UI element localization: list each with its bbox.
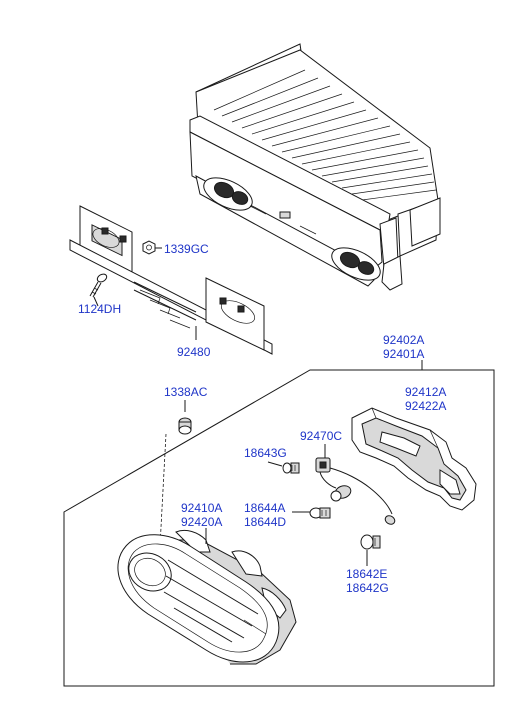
label-18644d: 18644D (244, 515, 286, 529)
label-1338ac: 1338AC (164, 385, 208, 399)
label-18643g: 18643G (244, 446, 287, 460)
label-92401a: 92401A (383, 347, 424, 361)
license-lamp-assembly (69, 205, 273, 355)
label-18644a: 18644A (244, 501, 285, 515)
screw-1124dh (89, 273, 108, 298)
grommet-1338ac (178, 400, 192, 435)
label-92420a: 92420A (181, 515, 222, 529)
bulb-18644a (292, 507, 331, 519)
truck-left-lamp (203, 177, 253, 211)
truck-right-lamp (331, 247, 381, 281)
label-92412a: 92412A (405, 385, 446, 399)
nut-1339gc (142, 240, 156, 255)
truck-bed-illustration (189, 43, 441, 291)
bulb-18643g (267, 461, 300, 474)
label-1339gc: 1339GC (164, 242, 209, 256)
label-92410a: 92410A (181, 501, 222, 515)
label-18642e: 18642E (346, 567, 387, 581)
socket-wiring-92470c (315, 444, 396, 525)
label-92422a: 92422A (405, 399, 446, 413)
gasket-92412a (351, 407, 477, 511)
label-18642g: 18642G (346, 581, 389, 595)
label-92480: 92480 (177, 345, 211, 359)
bulb-18642e (360, 534, 381, 566)
lamp-housing-92410a (117, 528, 297, 665)
label-1124dh: 1124DH (78, 302, 121, 316)
combination-lamp-assembly (63, 360, 495, 687)
label-92470c: 92470C (300, 429, 342, 443)
label-92402a: 92402A (383, 333, 424, 347)
